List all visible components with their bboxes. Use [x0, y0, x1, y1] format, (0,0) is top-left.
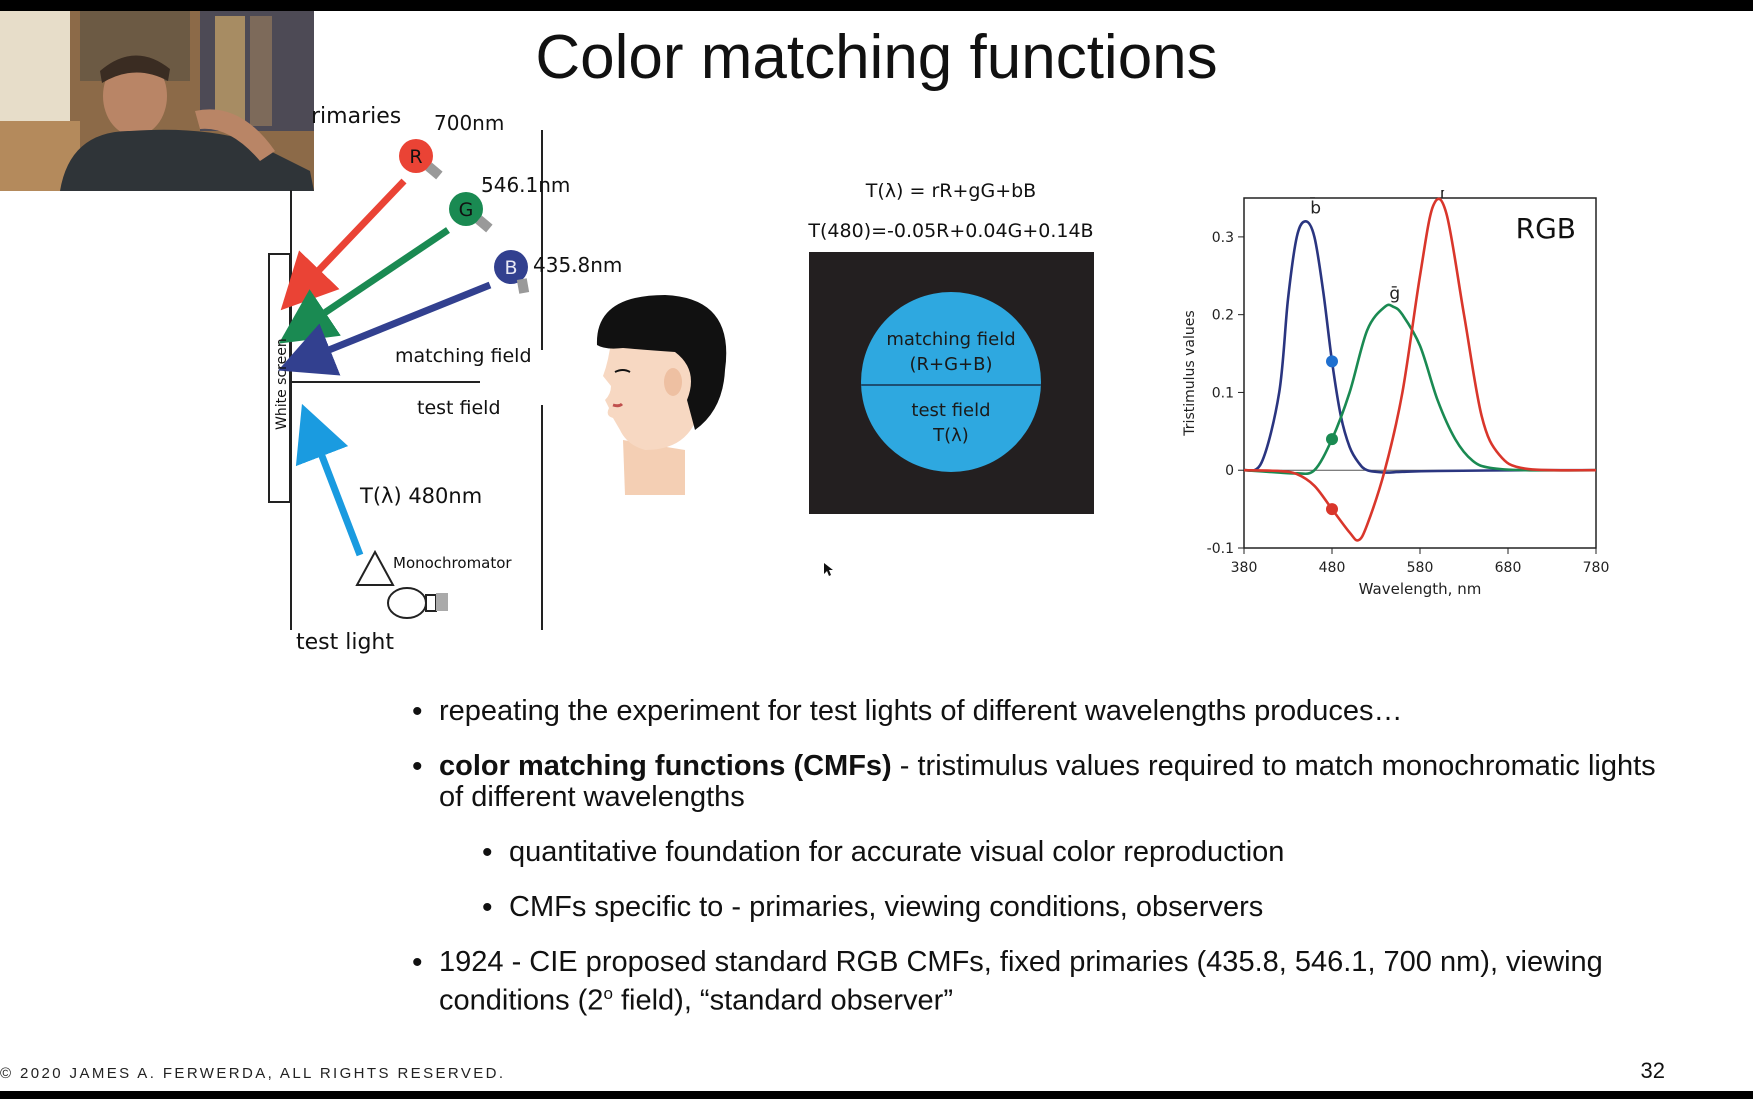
blue-light-arrow — [278, 281, 492, 376]
cmf-series-line — [1243, 220, 1597, 474]
y-tick-label: 0.3 — [1212, 230, 1234, 246]
series-label: r̄ — [1440, 190, 1448, 203]
plot-frame — [1243, 197, 1597, 549]
matching-field-caption-line2: (R+G+B) — [909, 354, 993, 375]
tristimulus-equation: T(λ) = rR+gG+bB — [865, 180, 1037, 202]
sub-bullet-cmfs-specific: CMFs specific to - primaries, viewing co… — [482, 891, 1662, 924]
green-light-arrow — [278, 227, 450, 344]
x-tick-label: 680 — [1495, 560, 1522, 576]
green-bulb-icon: G — [449, 192, 493, 233]
bullet-text-continued: field), “standard observer” — [612, 984, 953, 1017]
lamp-icon — [387, 587, 448, 619]
x-tick-label: 580 — [1407, 560, 1434, 576]
test-field-label: test field — [417, 397, 501, 419]
degree-superscript: o — [603, 984, 613, 1003]
white-screen-label: White screen — [274, 338, 290, 430]
sub-bullet-quantitative-foundation: quantitative foundation for accurate vis… — [482, 836, 1662, 869]
cmf-series-line — [1243, 197, 1597, 542]
test-field-caption-line1: test field — [911, 400, 991, 421]
x-tick-label: 780 — [1583, 560, 1610, 576]
bullet-cie-1924: 1924 - CIE proposed standard RGB CMFs, f… — [412, 947, 1662, 1017]
y-tick-label: 0.1 — [1212, 385, 1234, 401]
field-divider — [861, 384, 1041, 386]
chart-title: RGB — [1516, 212, 1576, 245]
y-axis-label: Tristimulus values — [1182, 310, 1198, 436]
svg-text:R: R — [409, 146, 422, 168]
tristimulus-example-equation: T(480)=-0.05R+0.04G+0.14B — [808, 220, 1094, 242]
matching-field-caption-line1: matching field — [886, 329, 1016, 350]
matching-field-caption: matching field (R+G+B) — [861, 327, 1041, 377]
cmf-series-line — [1243, 303, 1597, 476]
test-field-caption: test field T(λ) — [861, 398, 1041, 448]
field-circle: matching field (R+G+B) test field T(λ) — [861, 292, 1041, 472]
bullet-text: CMFs specific to - primaries, viewing co… — [509, 891, 1264, 923]
data-point-marker — [1326, 503, 1338, 516]
copyright-footer: © 2020 JAMES A. FERWERDA, ALL RIGHTS RES… — [0, 1065, 506, 1082]
data-point-marker — [1326, 433, 1338, 446]
cmf-chart: 380 480 580 680 780 -0.1 0 0.1 0.2 0.3Wavelength,… — [1182, 190, 1610, 598]
y-tick-label: -0.1 — [1207, 541, 1234, 557]
x-tick-label: 480 — [1319, 560, 1346, 576]
presenter-video-frame — [0, 11, 314, 191]
presenter-webcam-video — [0, 11, 314, 191]
red-light-arrow — [280, 178, 407, 311]
test-light-wavelength-label: T(λ) 480nm — [360, 484, 483, 508]
bullet-text: - tristimulus values required to match m… — [439, 750, 1656, 813]
bullet-list: repeating the experiment for test lights… — [412, 696, 1662, 1041]
top-letterbox-bar — [0, 0, 1753, 11]
test-light-arrow — [295, 403, 364, 557]
bullet-text: 1924 - CIE proposed standard RGB CMFs, f… — [439, 946, 1603, 1017]
prism-icon — [355, 549, 395, 586]
slide-number: 32 — [1640, 1058, 1665, 1083]
test-light-label: test light — [296, 630, 395, 655]
monochromator-label: Monochromator — [393, 554, 512, 572]
test-field-caption-line2: T(λ) — [933, 425, 969, 446]
primaries-label: rimaries — [311, 104, 402, 129]
x-axis-label: Wavelength, nm — [1359, 580, 1482, 598]
y-tick-label: 0 — [1225, 463, 1234, 479]
data-point-marker — [1326, 355, 1338, 368]
bullet-cmf-definition: color matching functions (CMFs) - tristi… — [412, 751, 1662, 813]
color-matching-experiment-diagram: R G B White screen — [268, 130, 543, 630]
g-wavelength-label: 546.1nm — [481, 173, 571, 197]
b-wavelength-label: 435.8nm — [533, 253, 623, 277]
slide-title: Color matching functions — [535, 23, 1218, 92]
mouse-cursor-icon — [824, 563, 833, 576]
series-label: b̄ — [1310, 196, 1321, 218]
x-tick-label: 380 — [1231, 560, 1258, 576]
svg-text:B: B — [504, 257, 517, 279]
observer-head-illustration — [596, 295, 727, 495]
series-label: ḡ — [1389, 284, 1400, 304]
bullet-text: quantitative foundation for accurate vis… — [509, 836, 1285, 868]
y-tick-label: 0.2 — [1212, 308, 1234, 324]
bullet-bold-term: color matching functions (CMFs) — [439, 750, 892, 782]
red-bulb-icon: R — [399, 139, 443, 180]
r-wavelength-label: 700nm — [434, 111, 505, 135]
bipartite-field-view: matching field (R+G+B) test field T(λ) — [809, 252, 1094, 514]
bullet-text: repeating the experiment for test lights… — [439, 695, 1403, 727]
matching-field-label: matching field — [395, 345, 532, 367]
bullet-repeating-experiment: repeating the experiment for test lights… — [412, 695, 1662, 728]
bottom-letterbox-bar — [0, 1091, 1753, 1099]
blue-bulb-icon: B — [494, 250, 530, 294]
svg-text:G: G — [459, 199, 474, 221]
